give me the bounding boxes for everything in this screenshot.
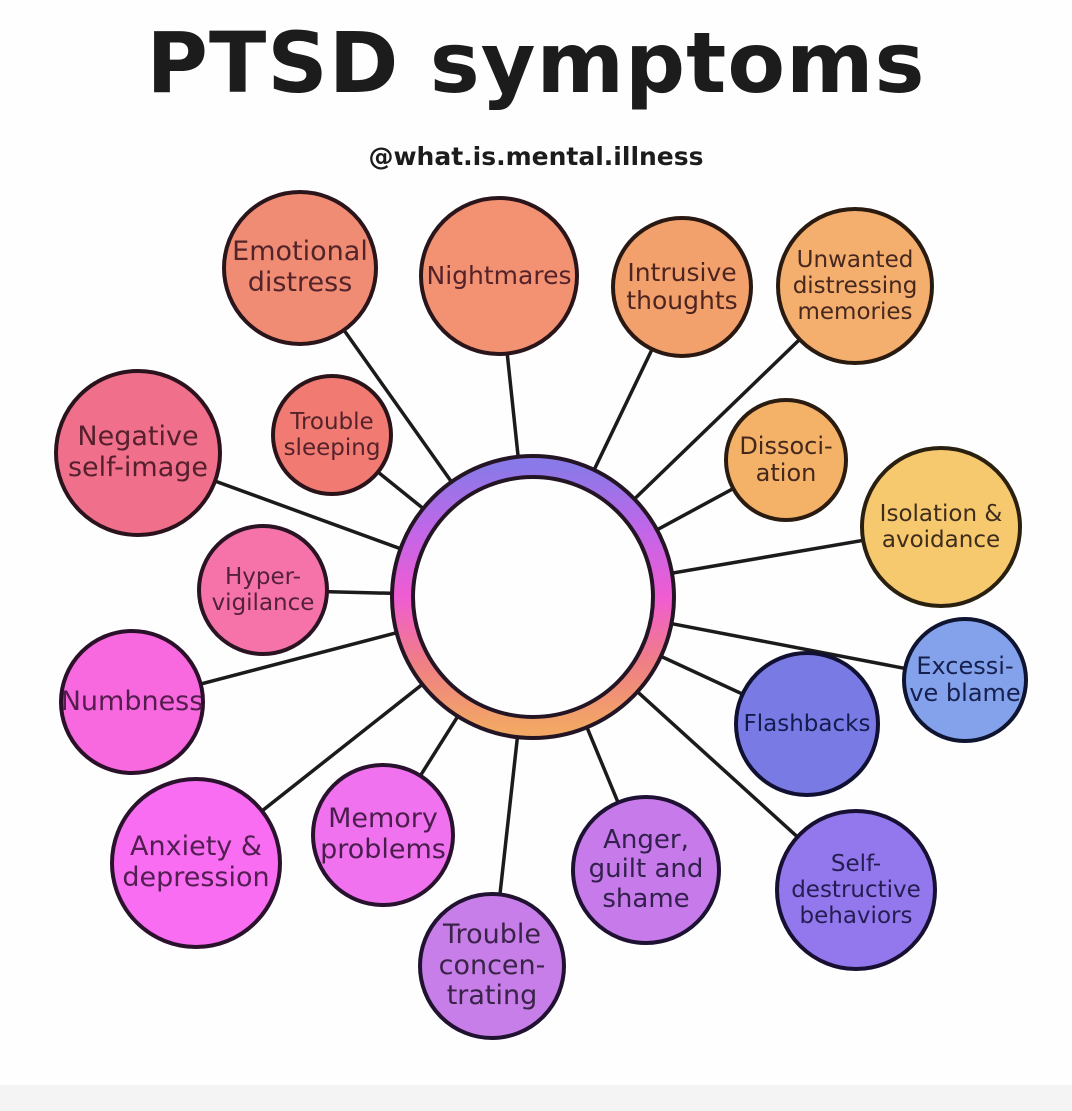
symptom-node: Trouble concen- trating	[418, 892, 566, 1040]
symptom-node: Anxiety & depression	[110, 777, 282, 949]
symptom-label: Nightmares	[426, 260, 572, 290]
symptom-label: Memory problems	[320, 803, 446, 865]
symptom-label: Flashbacks	[743, 710, 871, 737]
center-ring-hole	[414, 478, 652, 716]
symptom-node: Intrusive thoughts	[611, 216, 753, 358]
center-ring-gradient-band	[393, 457, 673, 737]
symptom-label: Anxiety & depression	[122, 831, 270, 893]
symptom-node: Anger, guilt and shame	[571, 795, 721, 945]
symptom-label: Emotional distress	[232, 236, 368, 298]
symptom-node: Emotional distress	[222, 190, 378, 346]
symptom-node: Isolation & avoidance	[860, 446, 1022, 608]
symptom-label: Excessi- ve blame	[909, 651, 1021, 707]
symptom-node: Self- destructive behaviors	[775, 809, 937, 971]
symptom-label: Numbness	[60, 685, 204, 717]
center-ring-inner-outline	[411, 475, 655, 719]
symptom-node: Flashbacks	[734, 651, 880, 797]
symptom-node: Memory problems	[311, 763, 455, 907]
symptom-node: Dissoci- ation	[724, 398, 848, 522]
symptom-label: Dissoci- ation	[739, 431, 833, 487]
symptom-node: Trouble sleeping	[271, 374, 393, 496]
symptom-label: Unwanted distressing memories	[792, 246, 918, 326]
symptom-node: Negative self-image	[54, 369, 222, 537]
page-title: PTSD symptoms	[146, 14, 926, 112]
symptom-node: Excessi- ve blame	[902, 617, 1028, 743]
symptom-label: Self- destructive behaviors	[791, 850, 921, 930]
symptom-node: Unwanted distressing memories	[776, 207, 934, 365]
symptom-label: Anger, guilt and shame	[588, 824, 704, 914]
symptom-label: Intrusive thoughts	[626, 257, 738, 315]
symptom-label: Isolation & avoidance	[879, 500, 1003, 553]
symptom-label: Negative self-image	[67, 421, 209, 483]
footer-bar	[0, 1085, 1072, 1111]
symptom-label: Trouble sleeping	[283, 408, 381, 461]
symptom-node: Hyper- vigilance	[197, 524, 329, 656]
attribution-handle: @what.is.mental.illness	[368, 142, 704, 171]
symptom-label: Trouble concen- trating	[438, 918, 546, 1012]
symptom-node: Nightmares	[419, 196, 579, 356]
center-ring-outer-outline	[390, 454, 676, 740]
symptom-label: Hyper- vigilance	[211, 563, 315, 616]
symptom-node: Numbness	[59, 629, 205, 775]
